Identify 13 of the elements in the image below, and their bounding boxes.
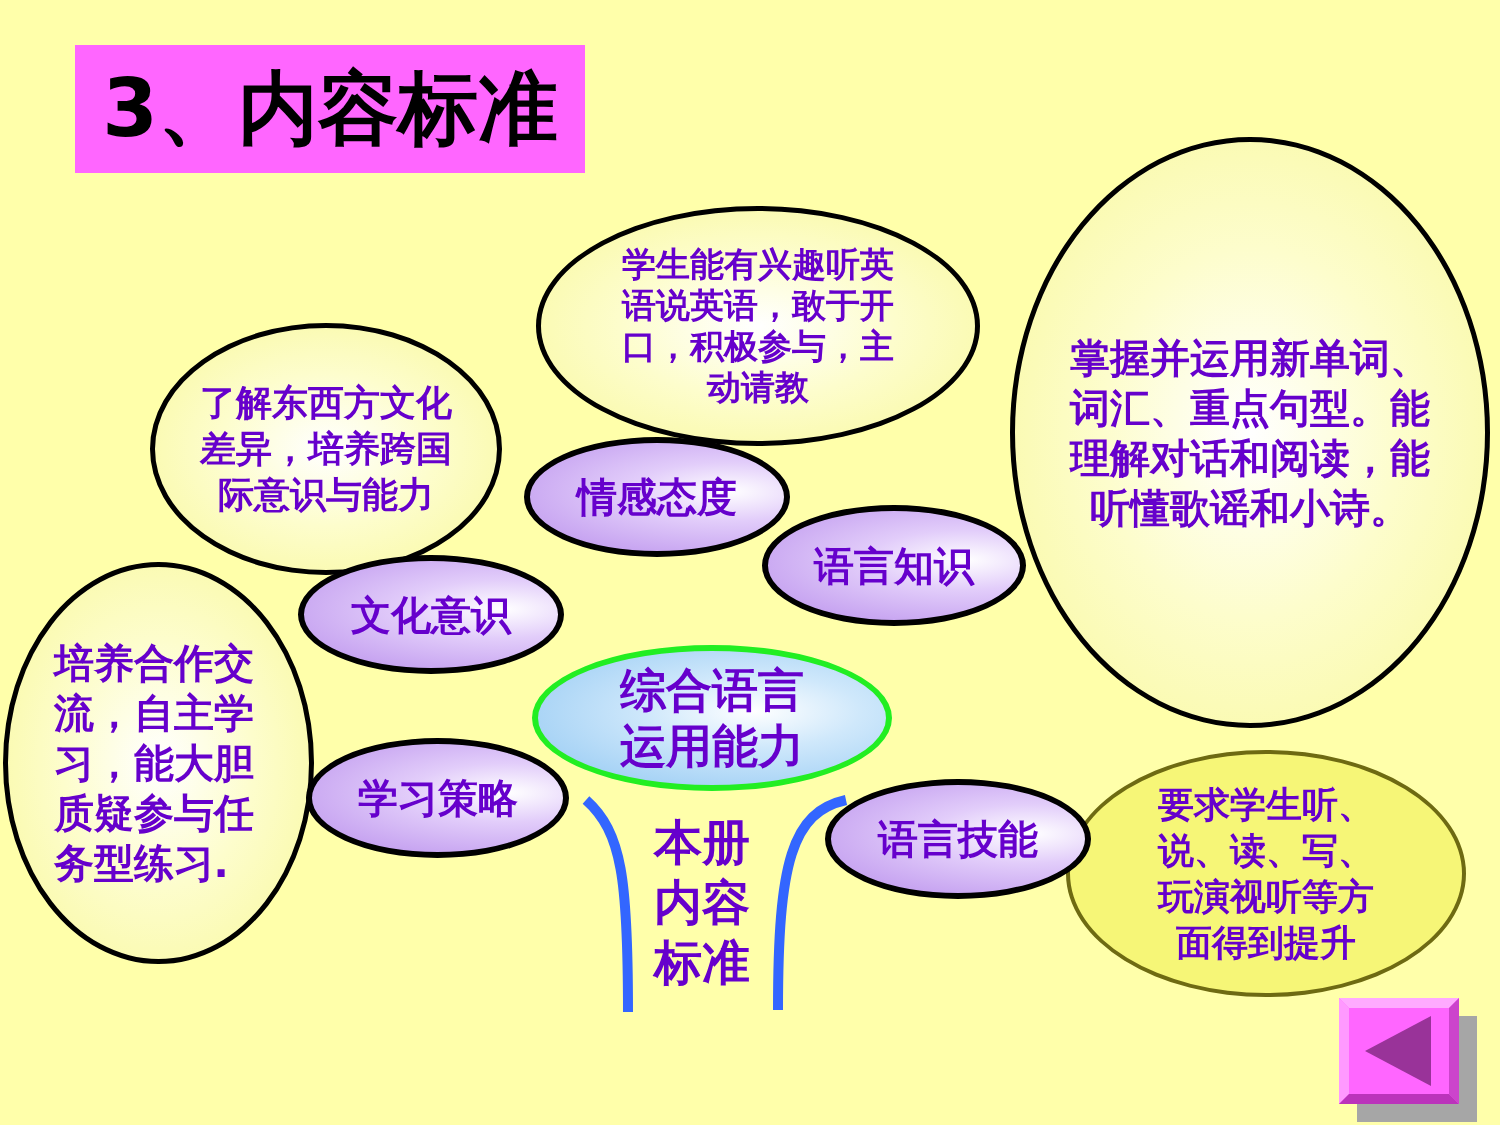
slide-title: 3、内容标准 <box>75 45 585 173</box>
trunk-label: 本册内容标准 <box>652 813 751 992</box>
topic-label: 情感态度 <box>577 473 737 521</box>
topic-label: 文化意识 <box>351 590 511 639</box>
description-text: 培养合作交流，自主学习，能大胆质疑参与任务型练习. <box>53 639 255 888</box>
topic-label: 学习策略 <box>357 774 518 822</box>
description-text: 学生能有兴趣听英语说英语，敢于开口，积极参与，主动请教 <box>620 244 895 408</box>
topic-label: 语言技能 <box>878 815 1038 863</box>
description-text: 要求学生听、说、读、写、玩演视听等方面得到提升 <box>1156 782 1375 965</box>
description-text: 了解东西方文化差异，培养跨国际意识与能力 <box>198 381 453 517</box>
center-topic-label: 综合语言运用能力 <box>618 662 805 774</box>
description-text: 掌握并运用新单词、词汇、重点句型。能理解对话和阅读，能听懂歌谣和小诗。 <box>1068 333 1431 533</box>
topic-label: 语言知识 <box>814 541 974 590</box>
